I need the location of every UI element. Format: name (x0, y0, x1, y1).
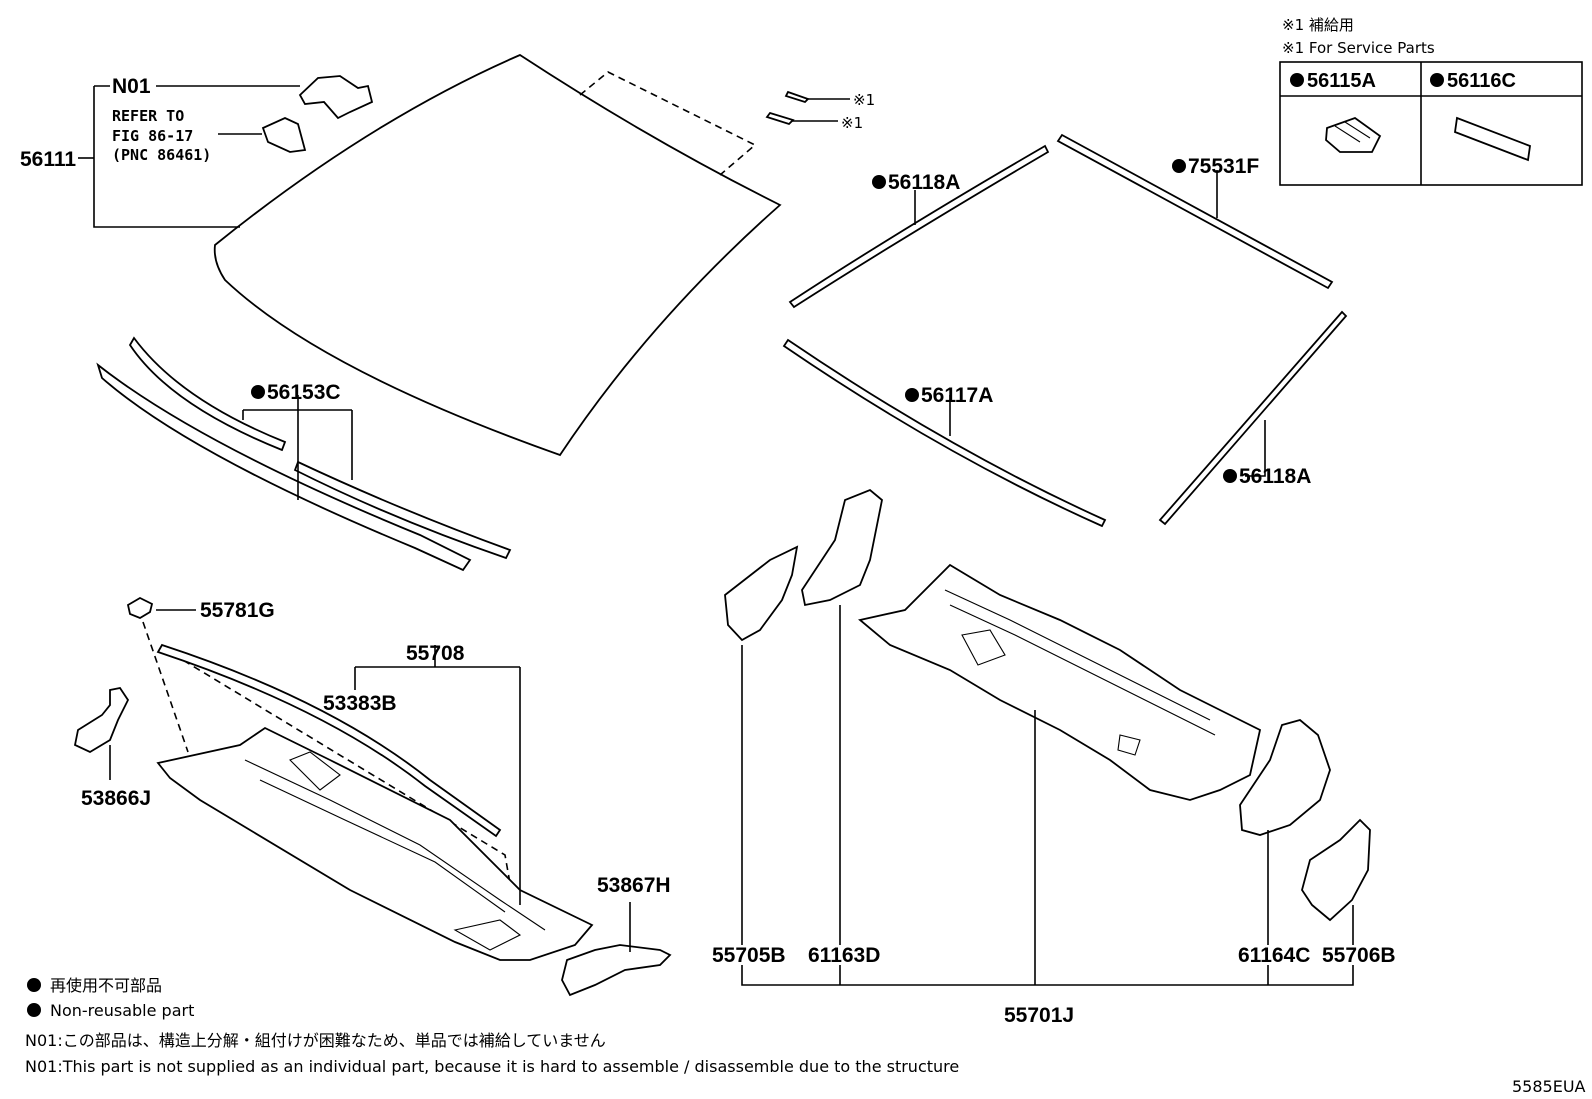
molding-75531f (1056, 133, 1334, 290)
legend-dot-en (27, 1003, 41, 1017)
legend-en: Non-reusable part (50, 1001, 194, 1020)
service-title-en: ※1 For Service Parts (1282, 39, 1435, 57)
cowl-top-55708 (156, 726, 594, 961)
seal-53383b (156, 643, 502, 838)
bracket-55706b (1301, 818, 1371, 922)
non-reusable-marker (1172, 159, 1186, 173)
bracket-53867h (561, 902, 672, 997)
label-61164c: 61164C (1238, 944, 1310, 967)
label-56117a: 56117A (921, 384, 993, 407)
legend-dot-jp (27, 978, 41, 992)
label-n01: N01 (112, 75, 151, 98)
bracket-55705b (724, 545, 799, 642)
dash-panel-55701j (858, 563, 1262, 801)
label-75531f: 75531F (1188, 155, 1259, 178)
label-x1-b: ※1 (841, 114, 863, 132)
service-col-56115a: 56115A (1307, 70, 1376, 92)
non-reusable-marker (251, 385, 265, 399)
label-53867h: 53867H (597, 874, 671, 897)
label-55701j: 55701J (1004, 1004, 1074, 1027)
bracket-53866j (73, 686, 130, 780)
note-n01-jp: N01:この部品は、構造上分解・組付けが困難なため、単品では補給していません (25, 1031, 606, 1050)
label-55705b: 55705B (712, 944, 786, 967)
label-x1-a: ※1 (853, 91, 875, 109)
label-61163d: 61163D (808, 944, 880, 967)
molding-56117a (782, 338, 1107, 528)
label-53866j: 53866J (81, 787, 151, 810)
service-parts-table (1279, 61, 1583, 186)
label-55706b: 55706B (1322, 944, 1396, 967)
label-56153c: 56153C (267, 381, 341, 404)
non-reusable-marker (905, 388, 919, 402)
windshield-glass (213, 53, 782, 457)
service-clip-parts (765, 90, 850, 126)
label-55781g: 55781G (200, 599, 275, 622)
label-fig: FIG 86-17 (112, 127, 193, 145)
label-56111: 56111 (20, 148, 76, 171)
panel-61163d (801, 488, 883, 607)
non-reusable-marker (1223, 469, 1237, 483)
label-56118a-top: 56118A (888, 171, 960, 194)
non-reusable-marker (872, 175, 886, 189)
service-title-jp: ※1 補給用 (1282, 16, 1354, 34)
label-53383b: 53383B (323, 692, 397, 715)
n01-part (261, 75, 374, 153)
label-pnc: (PNC 86461) (112, 146, 211, 164)
molding-56118a-top (788, 144, 1050, 309)
note-n01-en: N01:This part is not supplied as an indi… (25, 1057, 959, 1076)
label-refer-to: REFER TO (112, 107, 184, 125)
label-55708: 55708 (406, 642, 465, 665)
diagram-id: 5585EUA (1512, 1077, 1586, 1096)
service-col-56116c: 56116C (1447, 70, 1516, 92)
clip-55781g (126, 596, 196, 620)
label-56118a-right: 56118A (1239, 465, 1311, 488)
panel-61164c (1239, 719, 1331, 836)
molding-56118a-right (1158, 310, 1348, 526)
legend-jp: 再使用不可部品 (50, 976, 162, 995)
molding-56153c (96, 336, 512, 572)
